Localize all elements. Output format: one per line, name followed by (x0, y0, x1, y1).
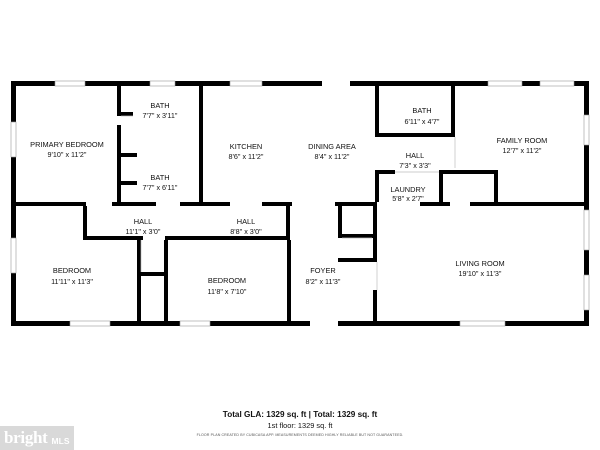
bedroom-2-dims: 11'8" x 7'10" (208, 287, 247, 296)
bedroom-1-name: BEDROOM (53, 266, 91, 275)
foyer-dims: 8'2" x 11'3" (306, 277, 341, 286)
bath-1-name: BATH (150, 101, 169, 110)
door-swings (121, 115, 456, 290)
kitchen-dims: 8'6" x 11'2" (229, 152, 264, 161)
bath-2-name: BATH (150, 173, 169, 182)
dining-area-name: DINING AREA (308, 142, 356, 151)
dining-area-dims: 8'4" x 11'2" (315, 152, 350, 161)
hall-1-name: HALL (406, 151, 425, 160)
kitchen-name: KITCHEN (230, 142, 262, 151)
primary-bedroom-dims: 9'10" x 11'2" (48, 150, 87, 159)
bedroom-1-dims: 11'11" x 11'3" (51, 277, 93, 286)
bath-3-name: BATH (412, 106, 431, 115)
hall-2-dims: 11'1" x 3'0" (126, 227, 161, 236)
hall-2-name: HALL (134, 217, 153, 226)
total-area-text: Total GLA: 1329 sq. ft | Total: 1329 sq.… (222, 410, 378, 419)
hall-3-dims: 8'8" x 3'0" (230, 227, 262, 236)
exterior-walls (11, 81, 589, 326)
bedroom-2-name: BEDROOM (208, 276, 246, 285)
family-room-name: FAMILY ROOM (497, 136, 548, 145)
family-room-dims: 12'7" x 11'2" (503, 146, 542, 155)
hall-3-name: HALL (237, 217, 256, 226)
primary-bedroom-name: PRIMARY BEDROOM (30, 140, 104, 149)
laundry-name: LAUNDRY (390, 185, 425, 194)
living-room-name: LIVING ROOM (455, 259, 504, 268)
laundry-dims: 5'8" x 2'7" (392, 194, 424, 203)
room-labels: PRIMARY BEDROOM 9'10" x 11'2" BATH 7'7" … (30, 101, 547, 296)
logo-brand: bright (4, 428, 48, 447)
bath-2-dims: 7'7" x 6'11" (143, 183, 178, 192)
hall-1-dims: 7'3" x 3'3" (399, 161, 431, 170)
foyer-name: FOYER (310, 266, 335, 275)
interior-walls (16, 86, 584, 321)
logo-suffix: MLS (51, 435, 70, 446)
bath-1-dims: 7'7" x 3'11" (143, 111, 178, 120)
floor-area-text: 1st floor: 1329 sq. ft (267, 421, 333, 430)
floor-plan: PRIMARY BEDROOM 9'10" x 11'2" BATH 7'7" … (10, 80, 590, 327)
bright-mls-logo: bright MLS (0, 426, 74, 450)
windows (10, 80, 590, 327)
disclaimer-text: FLOOR PLAN CREATED BY CUBICASA APP. MEAS… (196, 433, 404, 437)
living-room-dims: 19'10" x 11'3" (459, 269, 502, 278)
bath-3-dims: 6'11" x 4'7" (405, 117, 440, 126)
